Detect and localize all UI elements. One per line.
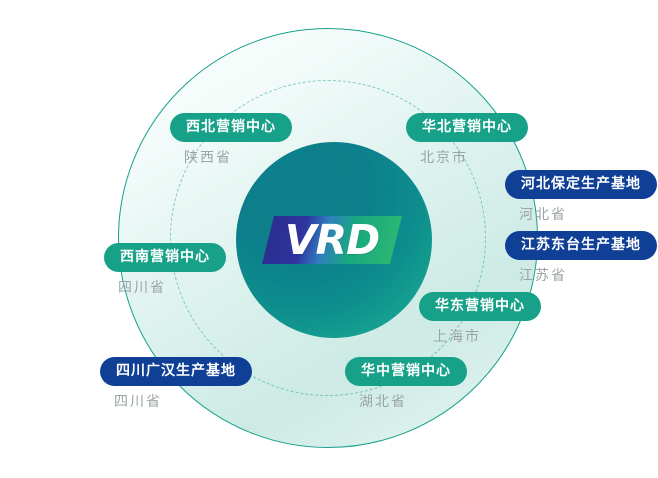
node-region-hebei-baoding-production-base: 河北省 bbox=[519, 207, 567, 223]
node-southwest-marketing-center[interactable]: 西南营销中心 四川省 bbox=[104, 243, 226, 295]
node-central-china-marketing-center[interactable]: 华中营销中心 湖北省 bbox=[345, 357, 467, 409]
node-jiangsu-dongtai-production-base[interactable]: 江苏东台生产基地 江苏省 bbox=[505, 231, 657, 283]
vrd-logo: VRD bbox=[262, 216, 402, 264]
vrd-logo-text: VRD bbox=[284, 216, 380, 264]
node-region-jiangsu-dongtai-production-base: 江苏省 bbox=[519, 268, 567, 284]
node-region-southwest-marketing-center: 四川省 bbox=[118, 280, 166, 296]
node-region-east-china-marketing-center: 上海市 bbox=[433, 329, 481, 345]
node-label-hebei-baoding-production-base[interactable]: 河北保定生产基地 bbox=[505, 170, 657, 199]
node-north-china-marketing-center[interactable]: 华北营销中心 北京市 bbox=[406, 113, 528, 165]
node-hebei-baoding-production-base[interactable]: 河北保定生产基地 河北省 bbox=[505, 170, 657, 222]
node-label-jiangsu-dongtai-production-base[interactable]: 江苏东台生产基地 bbox=[505, 231, 657, 260]
node-label-sichuan-guanghan-production-base[interactable]: 四川广汉生产基地 bbox=[100, 357, 252, 386]
node-label-north-china-marketing-center[interactable]: 华北营销中心 bbox=[406, 113, 528, 142]
node-region-northwest-marketing-center: 陕西省 bbox=[184, 150, 232, 166]
node-northwest-marketing-center[interactable]: 西北营销中心 陕西省 bbox=[170, 113, 292, 165]
inner-dashed-ring bbox=[170, 80, 486, 396]
node-region-central-china-marketing-center: 湖北省 bbox=[359, 394, 407, 410]
node-region-sichuan-guanghan-production-base: 四川省 bbox=[114, 394, 162, 410]
node-label-east-china-marketing-center[interactable]: 华东营销中心 bbox=[419, 292, 541, 321]
node-label-central-china-marketing-center[interactable]: 华中营销中心 bbox=[345, 357, 467, 386]
node-label-southwest-marketing-center[interactable]: 西南营销中心 bbox=[104, 243, 226, 272]
node-sichuan-guanghan-production-base[interactable]: 四川广汉生产基地 四川省 bbox=[100, 357, 252, 409]
node-region-north-china-marketing-center: 北京市 bbox=[420, 150, 468, 166]
node-east-china-marketing-center[interactable]: 华东营销中心 上海市 bbox=[419, 292, 541, 344]
node-label-northwest-marketing-center[interactable]: 西北营销中心 bbox=[170, 113, 292, 142]
